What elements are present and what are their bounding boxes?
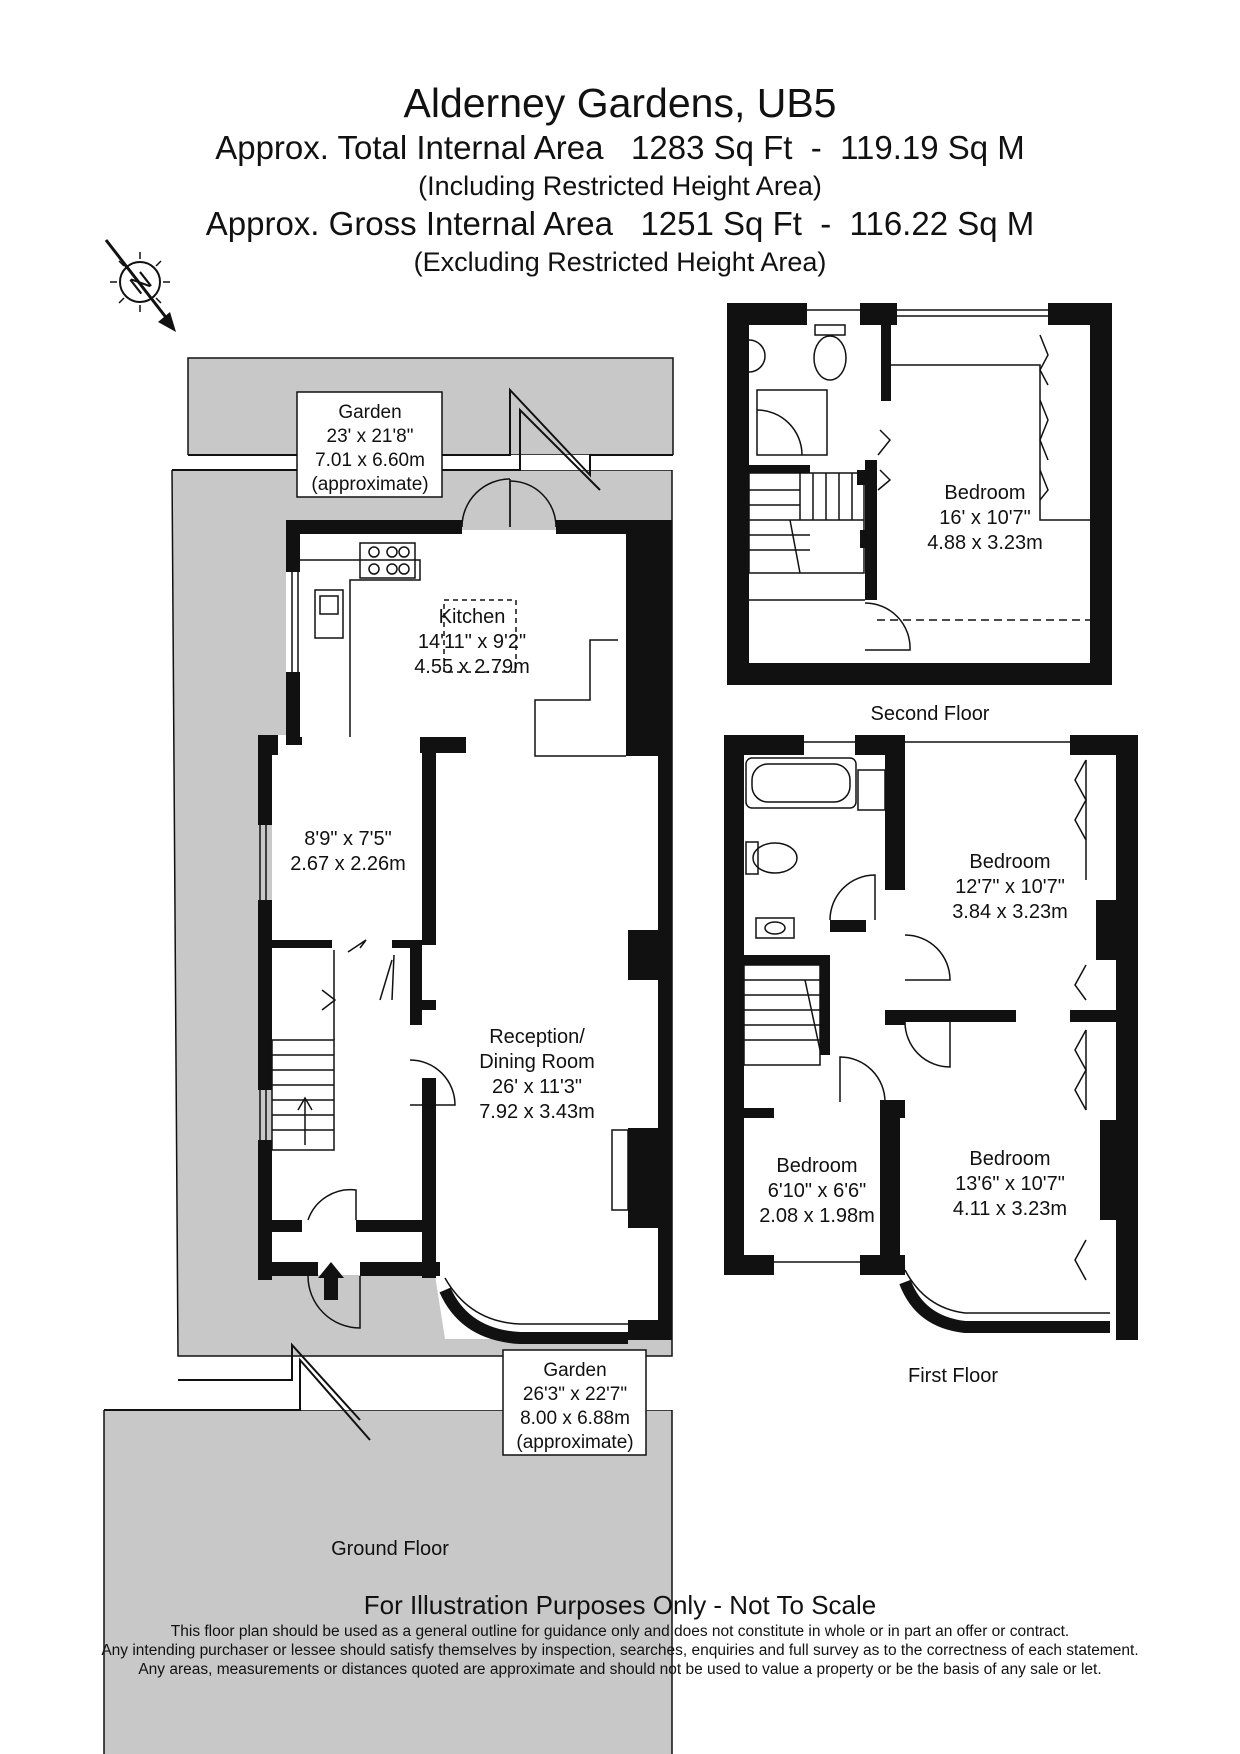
ground-floor bbox=[100, 357, 685, 1754]
scale-note: For Illustration Purposes Only - Not To … bbox=[363, 1590, 877, 1620]
entrance-arrow-icon bbox=[318, 1262, 344, 1300]
disclaimer-line-1: This floor plan should be used as a gene… bbox=[170, 1623, 1070, 1640]
bedroom-first-front-name: Bedroom bbox=[969, 1148, 1050, 1170]
front-garden-note: (approximate) bbox=[516, 1432, 633, 1453]
bedroom-first-rear-dims-imperial: 12'7" x 10'7" bbox=[955, 876, 1065, 898]
front-garden-name: Garden bbox=[543, 1360, 606, 1381]
rear-garden-name: Garden bbox=[338, 402, 401, 423]
plan-footer: For Illustration Purposes Only - Not To … bbox=[0, 1588, 1240, 1679]
bedroom-second-dims-imperial: 16' x 10'7" bbox=[939, 507, 1030, 529]
reception-dims-metric: 7.92 x 3.43m bbox=[479, 1101, 595, 1123]
bedroom-first-front-label: Bedroom 13'6" x 10'7" 4.11 x 3.23m bbox=[953, 1148, 1067, 1220]
gross-area-note: (Excluding Restricted Height Area) bbox=[413, 247, 827, 277]
kitchen-dims-imperial: 14'11" x 9'2" bbox=[418, 631, 526, 653]
bedroom-second-name: Bedroom bbox=[944, 482, 1025, 504]
rear-garden-label-box: Garden 23' x 21'8" 7.01 x 6.60m (approxi… bbox=[296, 391, 443, 498]
bedroom-first-small-dims-metric: 2.08 x 1.98m bbox=[759, 1205, 875, 1227]
bedroom-second-label: Bedroom 16' x 10'7" 4.88 x 3.23m bbox=[927, 482, 1043, 554]
total-area: Approx. Total Internal Area 1283 Sq Ft -… bbox=[215, 129, 1025, 166]
reception-name-1: Reception/ bbox=[489, 1026, 585, 1048]
reception-label: Reception/ Dining Room 26' x 11'3" 7.92 … bbox=[479, 1026, 595, 1123]
bedroom-first-rear-name: Bedroom bbox=[969, 851, 1050, 873]
bedroom-first-small-name: Bedroom bbox=[776, 1155, 857, 1177]
front-garden-label-box: Garden 26'3" x 22'7" 8.00 x 6.88m (appro… bbox=[502, 1349, 647, 1456]
front-garden-dims-imperial: 26'3" x 22'7" bbox=[523, 1384, 627, 1405]
kitchen-label: Kitchen 14'11" x 9'2" 4.55 x 2.79m bbox=[414, 606, 530, 678]
first-floor-caption: First Floor bbox=[908, 1365, 998, 1387]
first-floor bbox=[724, 735, 1138, 1340]
front-garden-dims-metric: 8.00 x 6.88m bbox=[520, 1408, 630, 1429]
plan-header: Alderney Gardens, UB5 Approx. Total Inte… bbox=[0, 78, 1240, 280]
second-floor-caption: Second Floor bbox=[871, 703, 990, 725]
utility-dims-metric: 2.67 x 2.26m bbox=[290, 853, 406, 875]
bedroom-first-small-dims-imperial: 6'10" x 6'6" bbox=[768, 1180, 867, 1202]
bedroom-first-rear-dims-metric: 3.84 x 3.23m bbox=[952, 901, 1068, 923]
total-area-note: (Including Restricted Height Area) bbox=[418, 171, 822, 201]
disclaimer-line-2: Any intending purchaser or lessee should… bbox=[101, 1642, 1139, 1659]
kitchen-name: Kitchen bbox=[439, 606, 506, 628]
utility-label: 8'9" x 7'5" 2.67 x 2.26m bbox=[290, 828, 406, 875]
utility-dims-imperial: 8'9" x 7'5" bbox=[304, 828, 391, 850]
property-title: Alderney Gardens, UB5 bbox=[403, 80, 837, 126]
rear-garden-note: (approximate) bbox=[311, 474, 428, 495]
ground-floor-caption: Ground Floor bbox=[331, 1538, 449, 1560]
compass-icon: N bbox=[104, 239, 176, 332]
reception-dims-imperial: 26' x 11'3" bbox=[492, 1076, 582, 1098]
bedroom-second-dims-metric: 4.88 x 3.23m bbox=[927, 532, 1043, 554]
rear-garden-dims-metric: 7.01 x 6.60m bbox=[315, 450, 425, 471]
bedroom-first-front-dims-imperial: 13'6" x 10'7" bbox=[955, 1173, 1065, 1195]
bedroom-first-front-dims-metric: 4.11 x 3.23m bbox=[953, 1198, 1067, 1220]
kitchen-dims-metric: 4.55 x 2.79m bbox=[414, 656, 530, 678]
bedroom-first-rear-label: Bedroom 12'7" x 10'7" 3.84 x 3.23m bbox=[952, 851, 1068, 923]
reception-name-2: Dining Room bbox=[479, 1051, 595, 1073]
bedroom-first-small-label: Bedroom 6'10" x 6'6" 2.08 x 1.98m bbox=[759, 1155, 875, 1227]
gross-area: Approx. Gross Internal Area 1251 Sq Ft -… bbox=[205, 205, 1035, 242]
rear-garden-dims-imperial: 23' x 21'8" bbox=[327, 426, 414, 447]
second-floor bbox=[727, 303, 1112, 685]
disclaimer-line-3: Any areas, measurements or distances quo… bbox=[138, 1661, 1102, 1678]
